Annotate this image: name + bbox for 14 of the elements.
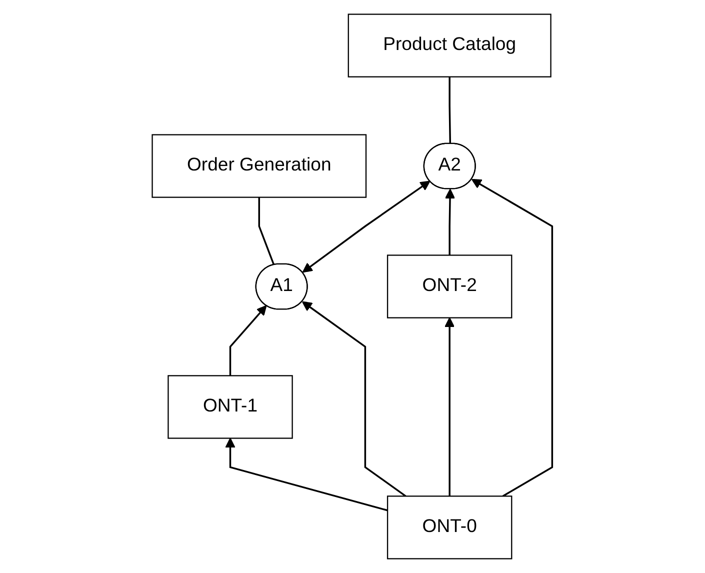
node-box: Product Catalog — [348, 14, 552, 78]
arrow — [302, 301, 407, 497]
arrow — [444, 317, 455, 496]
node-box: ONT-0 — [387, 496, 512, 560]
connector — [449, 76, 452, 144]
arrow — [225, 438, 388, 512]
arrow — [472, 178, 554, 497]
connector — [258, 197, 276, 266]
arrow — [230, 305, 267, 376]
arrow — [445, 188, 456, 256]
arrow — [302, 180, 431, 273]
node-box: ONT-2 — [387, 254, 512, 318]
node-box: Order Generation — [152, 134, 367, 198]
node-box: ONT-1 — [168, 375, 294, 439]
